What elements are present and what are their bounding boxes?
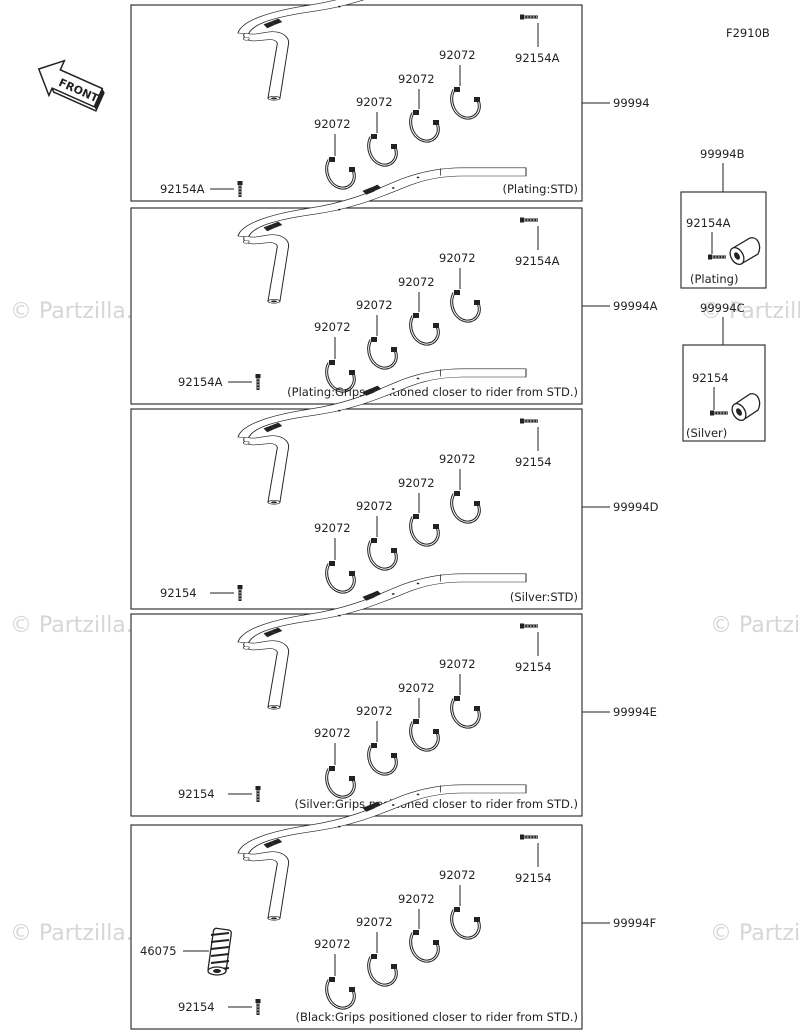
panel-99994D: 99994D 92154 92154 92072 92072 92072 92072 (Sil… [130, 368, 659, 610]
panel-99994A: 99994A 92154A 92154A 92072 92072 92072 92072 (P… [130, 167, 658, 405]
panel-99994F: 99994F 92154 92154 92072 92072 92072 92072 (Bla… [130, 784, 656, 1030]
bolt-label: 92154A [160, 182, 205, 196]
clamp-label: 92072 [398, 892, 435, 906]
clamp-label: 92072 [314, 320, 351, 334]
clamp-label: 92072 [398, 681, 435, 695]
grip-label: 46075 [140, 944, 177, 958]
panel-99994: 99994 92154A 92154A 92072 92072 92072 92072 (Pl… [130, 0, 650, 202]
bar-end-weight-icon [731, 393, 761, 422]
clamp-label: 92072 [398, 275, 435, 289]
bolt-label: 92154A [178, 375, 223, 389]
side-kit-99994B: 99994B 92154A (Plating) [680, 147, 767, 289]
part-number-label: 99994A [613, 299, 658, 313]
clamp-label: 92072 [314, 521, 351, 535]
bolt-label: 92154 [178, 787, 215, 801]
bolt-label: 92154 [160, 586, 197, 600]
side-kit-bolt-label: 92154A [686, 216, 731, 230]
clamp-label: 92072 [356, 95, 393, 109]
side-kit-note: (Silver) [686, 426, 727, 440]
clamp-label: 92072 [439, 452, 476, 466]
panel-frame [130, 824, 583, 1030]
bolt-label: 92154 [515, 871, 552, 885]
clamp-label: 92072 [439, 868, 476, 882]
watermark-text: © Partzilla.com [710, 921, 800, 946]
part-number-label: 99994 [613, 96, 650, 110]
clamp-label: 92072 [356, 499, 393, 513]
clamp-label: 92072 [398, 72, 435, 86]
side-kit-note: (Plating) [690, 272, 738, 286]
clamp-label: 92072 [314, 726, 351, 740]
side-kit-part-label: 99994B [700, 147, 745, 161]
watermark-text: © Partzilla.com [700, 299, 800, 324]
clamp-label: 92072 [314, 117, 351, 131]
part-number-label: 99994E [613, 705, 657, 719]
part-number-label: 99994F [613, 916, 656, 930]
bolt-label: 92154 [515, 455, 552, 469]
panel-99994E: 99994E 92154 92154 92072 92072 92072 92072 (Sil… [130, 573, 657, 817]
panel-note: (Plating:STD) [503, 182, 579, 196]
clamp-label: 92072 [356, 915, 393, 929]
clamp-label: 92072 [439, 657, 476, 671]
part-number-label: 99994D [613, 500, 659, 514]
side-kit-bolt-label: 92154 [692, 371, 729, 385]
clamp-label: 92072 [398, 476, 435, 490]
panel-note: (Silver:Grips positioned closer to rider… [295, 797, 578, 811]
clamp-label: 92072 [439, 251, 476, 265]
panel-note: (Plating:Grips positioned closer to ride… [287, 385, 578, 399]
bolt-label: 92154A [515, 254, 560, 268]
clamp-label: 92072 [356, 298, 393, 312]
front-arrow-icon: FRONT [37, 59, 105, 112]
bolt-label: 92154 [178, 1000, 215, 1014]
watermark-text: © Partzilla.com [710, 613, 800, 638]
side-kit-99994C: 99994C 92154 (Silver) [682, 301, 766, 442]
figure-code: F2910B [726, 26, 770, 40]
clamp-label: 92072 [356, 704, 393, 718]
panel-note: (Black:Grips positioned closer to rider … [296, 1010, 578, 1024]
bolt-label: 92154 [515, 660, 552, 674]
clamp-label: 92072 [439, 48, 476, 62]
panel-frame [130, 613, 583, 817]
bolt-label: 92154A [515, 51, 560, 65]
bar-end-weight-icon [729, 237, 761, 266]
grip-icon [207, 927, 232, 976]
side-kit-part-label: 99994C [700, 301, 745, 315]
panel-note: (Silver:STD) [510, 590, 578, 604]
clamp-label: 92072 [314, 937, 351, 951]
